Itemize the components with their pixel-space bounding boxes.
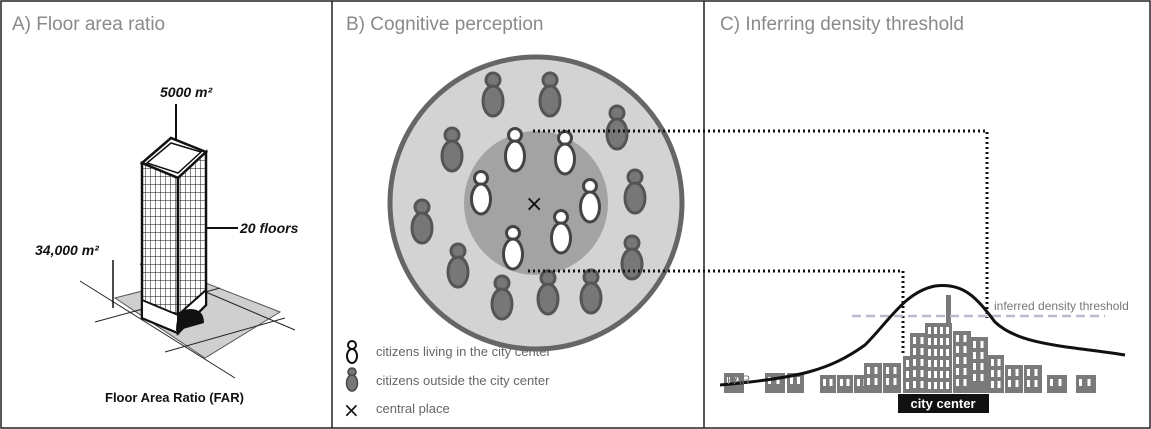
skyline-building — [883, 363, 901, 393]
panel-b-title: B) Cognitive perception — [346, 14, 544, 35]
city-center-badge — [898, 394, 989, 413]
central-place-marker: × — [525, 192, 543, 217]
skyline-building — [820, 375, 836, 393]
legend-central-label: central place — [376, 401, 450, 416]
upper-connector — [533, 129, 989, 318]
citizen-outside — [536, 269, 560, 316]
site-guide-line — [164, 317, 286, 353]
legend-outside-label: citizens outside the city center — [376, 373, 550, 388]
citizens-group — [410, 71, 647, 321]
citizen-outside — [481, 71, 505, 118]
site-area-label: 34,000 m² — [35, 242, 99, 258]
citizen-center — [470, 170, 492, 216]
panel-b: B) Cognitive perception × citizens livin… — [343, 14, 685, 422]
citizen-outside — [440, 126, 464, 173]
building-spire — [946, 295, 951, 325]
citizen-outside — [410, 198, 434, 245]
citizen-center — [554, 130, 576, 176]
panel-a: A) Floor area ratio 5000 m² 20 floors 34… — [12, 14, 299, 405]
citizen-center — [502, 225, 524, 271]
connector-lines — [528, 129, 989, 355]
citizen-outside — [538, 71, 562, 118]
citizen-center — [550, 209, 572, 255]
skyline-building — [1024, 365, 1042, 393]
citizen-outside — [623, 168, 647, 215]
panel-a-title: A) Floor area ratio — [12, 14, 165, 35]
tower-building — [139, 136, 209, 337]
skyline-building — [837, 375, 853, 393]
legend: citizens living in the city center citiz… — [343, 340, 552, 422]
top-area-label: 5000 m² — [160, 84, 212, 100]
far-label: FAR — [727, 373, 751, 387]
skyline-building — [925, 323, 952, 393]
citizen-center — [579, 178, 601, 224]
far-curve — [719, 283, 1126, 387]
legend-central-icon: × — [343, 398, 360, 422]
site-guide-line — [79, 280, 236, 379]
skyline-building — [988, 355, 1004, 393]
legend-outside-icon — [345, 367, 359, 392]
floors-label: 20 floors — [239, 220, 299, 236]
lower-connector — [528, 269, 905, 355]
entrance-arch — [176, 309, 204, 331]
citizen-outside — [605, 104, 629, 151]
citizen-outside — [620, 234, 644, 281]
skyline-building — [864, 363, 882, 393]
panel-c: C) Inferring density threshold inferred … — [719, 14, 1129, 413]
far-caption: Floor Area Ratio (FAR) — [105, 390, 244, 405]
citizen-center — [504, 127, 526, 173]
legend-inside-label: citizens living in the city center — [376, 344, 552, 359]
panel-c-title: C) Inferring density threshold — [720, 14, 964, 35]
citizen-outside — [579, 268, 603, 315]
citizen-outside — [490, 274, 514, 321]
skyline-building — [1005, 365, 1023, 393]
city-center-label: city center — [910, 396, 975, 411]
citizen-outside — [446, 242, 470, 289]
legend-inside-icon — [346, 340, 358, 364]
threshold-label: inferred density threshold — [994, 299, 1129, 313]
skyline-building — [970, 337, 988, 393]
skyline-building — [953, 331, 971, 393]
